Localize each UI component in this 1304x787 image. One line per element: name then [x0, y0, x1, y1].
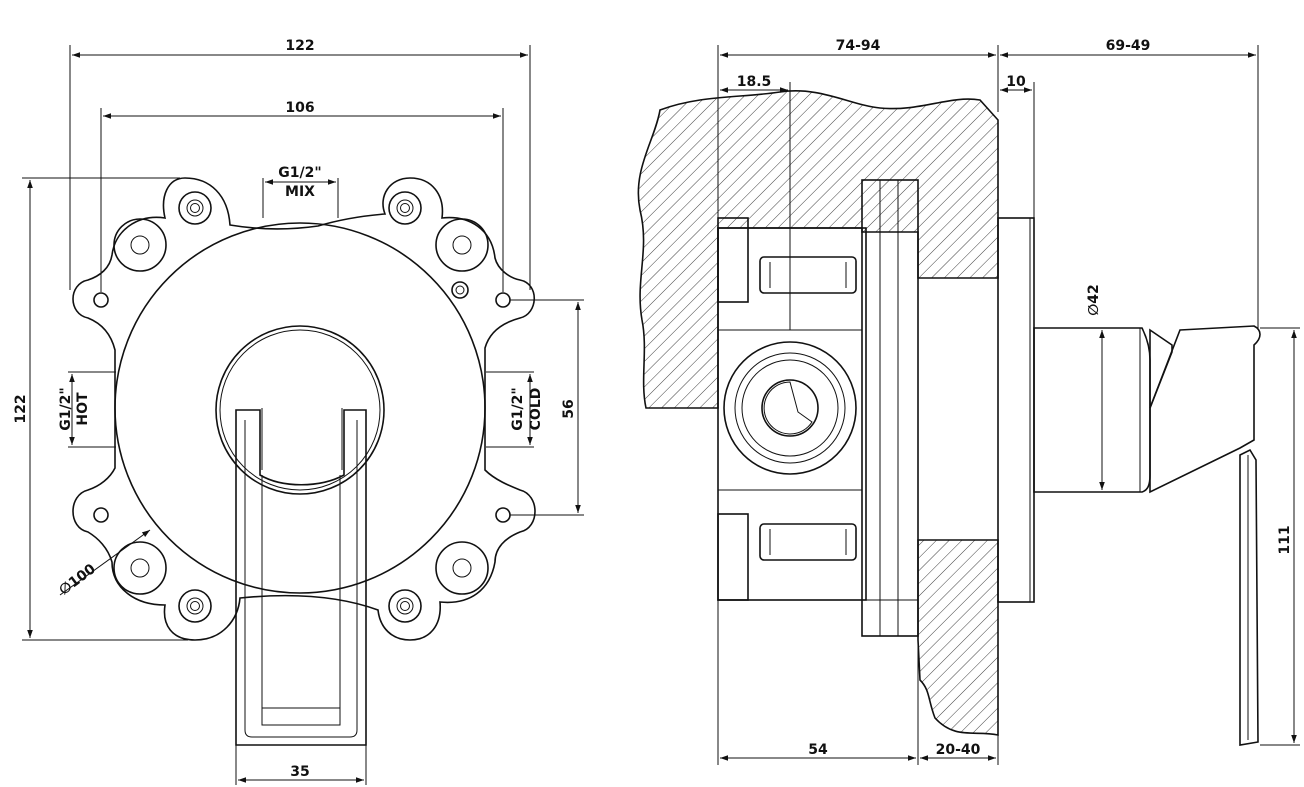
dim-lever-length: 111 [1260, 327, 1300, 746]
label-inlet-spacing: 56 [561, 399, 577, 418]
dim-cold-port: G1/2" COLD [486, 371, 544, 448]
label-cold-port-size: G1/2" [510, 387, 526, 430]
label-lever-length: 111 [1277, 525, 1293, 554]
bolt-hole-bottom-left [178, 589, 212, 623]
ring-hole-lower-right [435, 541, 489, 595]
label-projection-range: 69-49 [1106, 38, 1151, 54]
ring-hole-upper-left [113, 218, 167, 272]
label-body-depth-range: 74-94 [836, 38, 881, 54]
escutcheon-side [997, 217, 1035, 603]
label-hot-port-name: HOT [75, 392, 91, 426]
dim-projection-range: 69-49 [1000, 38, 1259, 330]
lever-handle [235, 408, 367, 746]
cartridge-boss [215, 325, 385, 495]
dim-inlet-spacing: 56 [510, 299, 584, 516]
dim-hot-port: G1/2" HOT [58, 371, 116, 448]
dim-lever-width: 35 [235, 745, 367, 785]
screw-hole-right-lower [495, 507, 511, 523]
dim-plate-thickness: 10 [1000, 74, 1035, 218]
valve-body [717, 179, 919, 637]
handle-side [1033, 325, 1261, 746]
dim-body-depth-range: 74-94 [717, 38, 999, 220]
dim-height-overall: 122 [13, 177, 188, 641]
bolt-hole-bottom-right [388, 589, 422, 623]
screw-hole-left-lower [93, 507, 109, 523]
label-inlet-offset: 18.5 [737, 74, 772, 90]
screw-hole-left-upper [93, 292, 109, 308]
label-wall-range: 20-40 [936, 742, 981, 758]
ring-hole-upper-right [435, 218, 489, 272]
dim-body-depth: 54 [717, 600, 919, 765]
dim-hole-spacing: 106 [100, 100, 504, 292]
bolt-hole-top-left [178, 191, 212, 225]
label-mix-port-name: MIX [285, 184, 315, 200]
label-escutcheon-diameter: ∅42 [1086, 284, 1102, 315]
label-width-overall: 122 [285, 38, 314, 54]
dim-mix-port: G1/2" MIX [262, 165, 339, 218]
wall-section-lower [917, 539, 999, 736]
small-indicator-hole [451, 281, 469, 299]
escutcheon-plate [114, 222, 486, 594]
screw-hole-right-upper [495, 292, 511, 308]
mounting-plate [72, 177, 536, 641]
label-mix-port-size: G1/2" [278, 165, 321, 181]
dim-escutcheon-diameter: ∅42 [1086, 284, 1105, 490]
label-plate-thickness: 10 [1006, 74, 1026, 90]
label-height-overall: 122 [13, 394, 29, 423]
label-lever-width: 35 [290, 764, 309, 780]
dim-width-overall: 122 [69, 38, 531, 290]
label-hole-spacing: 106 [285, 100, 314, 116]
label-plate-diameter: ∅100 [56, 561, 99, 599]
label-cold-port-name: COLD [528, 388, 544, 431]
dim-plate-diameter: ∅100 [56, 529, 151, 599]
dim-wall-range: 20-40 [920, 735, 999, 765]
dim-inlet-offset: 18.5 [720, 74, 791, 240]
ring-hole-lower-left [113, 541, 167, 595]
side-view: 74-94 69-49 18.5 10 ∅42 111 [637, 38, 1300, 765]
label-body-depth: 54 [808, 742, 828, 758]
label-hot-port-size: G1/2" [58, 387, 74, 430]
bolt-hole-top-right [388, 191, 422, 225]
front-view: 122 106 G1/2" MIX 122 G1/2" HOT [13, 38, 584, 785]
